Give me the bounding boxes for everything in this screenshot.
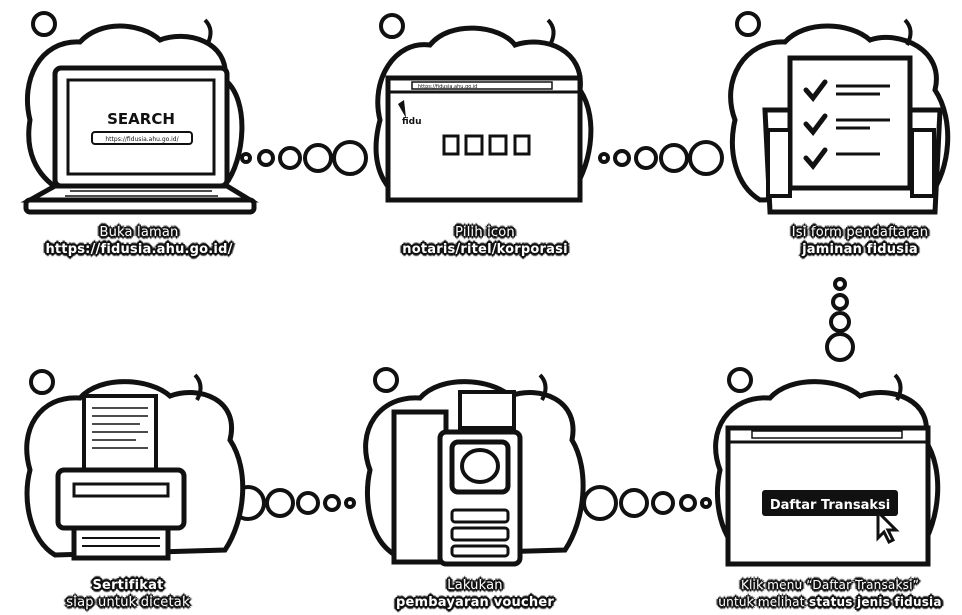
step3-caption-line2: jaminan fidusia [802, 242, 918, 257]
step6-caption-line2: siap untuk dicetak [66, 595, 190, 610]
voucher-paper [458, 390, 516, 430]
cursor-icon [876, 508, 900, 545]
fidusia-logo: fidu [402, 117, 422, 127]
browser-window [385, 75, 583, 203]
step5-caption-line2: pembayaran voucher [395, 595, 554, 610]
search-bar [91, 131, 193, 145]
step2-caption: Pilih icon notaris/ritel/korporasi [365, 224, 605, 258]
step5-caption: Lakukan pembayaran voucher [355, 577, 595, 611]
search-url: https://fidusia.ahu.go.id/ [105, 136, 179, 143]
connector-1-2 [240, 140, 368, 176]
step6-caption-line1: Sertifikat [92, 578, 164, 593]
printer-body [55, 467, 187, 531]
step1-bubble [31, 11, 57, 37]
step2-caption-line2: notaris/ritel/korporasi [402, 242, 568, 257]
step2-caption-line1: Pilih icon [455, 225, 515, 240]
korporasi-icon [488, 134, 508, 156]
connector-4-5 [582, 485, 712, 521]
ritel-icon [464, 134, 484, 156]
step4-caption-line2-pre: untuk melihat [718, 595, 805, 609]
step6-illustration [24, 369, 246, 561]
check-icon [803, 79, 828, 102]
step4-caption-line1: Klik menu “Daftar Transaksi” [740, 578, 920, 592]
step2-illustration: https://fidusia.ahu.go.id fidu [373, 13, 594, 203]
step1-illustration: SEARCH https://fidusia.ahu.go.id/ [20, 11, 259, 215]
connector-2-3 [598, 140, 724, 176]
browser-url: https://fidusia.ahu.go.id [418, 84, 477, 90]
step4-illustration: Daftar Transaksi [713, 367, 941, 567]
search-label: SEARCH [107, 110, 175, 128]
check-icon [803, 147, 828, 170]
step4-caption-line2-bold: status jenis fidusia [809, 595, 942, 609]
connector-3-4 [825, 277, 855, 362]
step1-caption-line1: Buka laman [99, 225, 179, 240]
step1-caption-line2: https://fidusia.ahu.go.id/ [45, 242, 233, 257]
step3-illustration [728, 11, 951, 215]
daftar-transaksi-button [762, 490, 898, 516]
check-icon [803, 113, 828, 136]
step1-caption: Buka laman https://fidusia.ahu.go.id/ [19, 224, 259, 258]
step4-caption: Klik menu “Daftar Transaksi” untuk melih… [702, 577, 958, 611]
notaris-icon [442, 134, 460, 156]
other-icon [513, 134, 531, 156]
step3-caption-line1: Isi form pendaftaran [791, 225, 929, 240]
printer-tray [71, 525, 171, 561]
role-icons [442, 134, 531, 156]
checkmarks [803, 79, 828, 170]
step5-illustration [363, 367, 586, 567]
step3-caption: Isi form pendaftaran jaminan fidusia [740, 224, 962, 258]
step6-caption: Sertifikat siap untuk dicetak [8, 577, 248, 611]
connector-5-6 [230, 485, 356, 521]
step5-caption-line1: Lakukan [447, 578, 503, 593]
daftar-transaksi-label: Daftar Transaksi [770, 498, 890, 513]
